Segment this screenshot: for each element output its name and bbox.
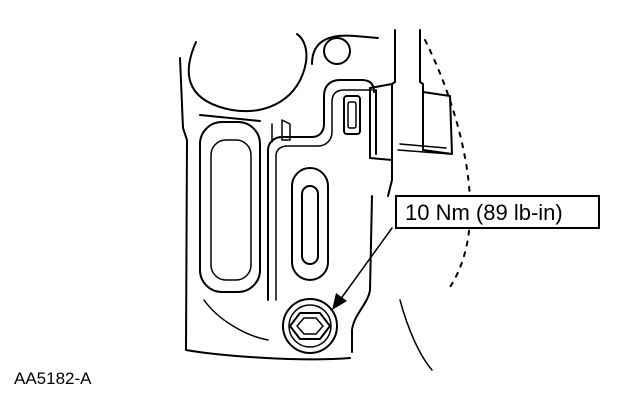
bracket-plate-outer: [267, 79, 375, 301]
bolt-washer-inner: [288, 304, 332, 348]
upper-round-housing: [187, 33, 308, 113]
housing-base-inner: [203, 299, 269, 341]
upper-window-inner: [347, 101, 357, 129]
bracket-right-edge: [351, 195, 373, 353]
bolt-hex-inner: [296, 317, 324, 335]
right-arc-dashed: [424, 39, 472, 291]
bracket-tab: [271, 119, 291, 143]
top-boss-housing: [311, 34, 379, 65]
right-arc-lower: [399, 299, 433, 371]
pipe-left-wall: [387, 29, 396, 197]
pipe-clamp: [369, 83, 453, 161]
bracket-plate-inner: [275, 89, 373, 301]
bolt-hex-head: [289, 312, 331, 340]
upper-window: [343, 95, 361, 135]
bracket-slot-inner: [301, 185, 319, 265]
torque-callout-label: 10 Nm (89 lb-in): [405, 200, 563, 225]
callout-leader-line: [339, 227, 393, 301]
figure-id-label: AA5182-A: [14, 369, 92, 388]
pipe-clamp-stripe: [397, 143, 451, 155]
left-slot-inner: [210, 139, 252, 281]
torque-callout-box: [395, 195, 600, 229]
left-housing-inner-step: [199, 114, 261, 122]
callout-arrowhead: [332, 293, 347, 310]
left-slot-outer: [199, 121, 261, 293]
top-boss-outer: [323, 37, 351, 65]
left-housing-outer: [179, 57, 188, 351]
housing-base: [185, 349, 351, 361]
bolt-washer: [282, 298, 338, 354]
bracket-slot-outer: [291, 167, 329, 281]
pipe-right-wall: [419, 29, 424, 151]
